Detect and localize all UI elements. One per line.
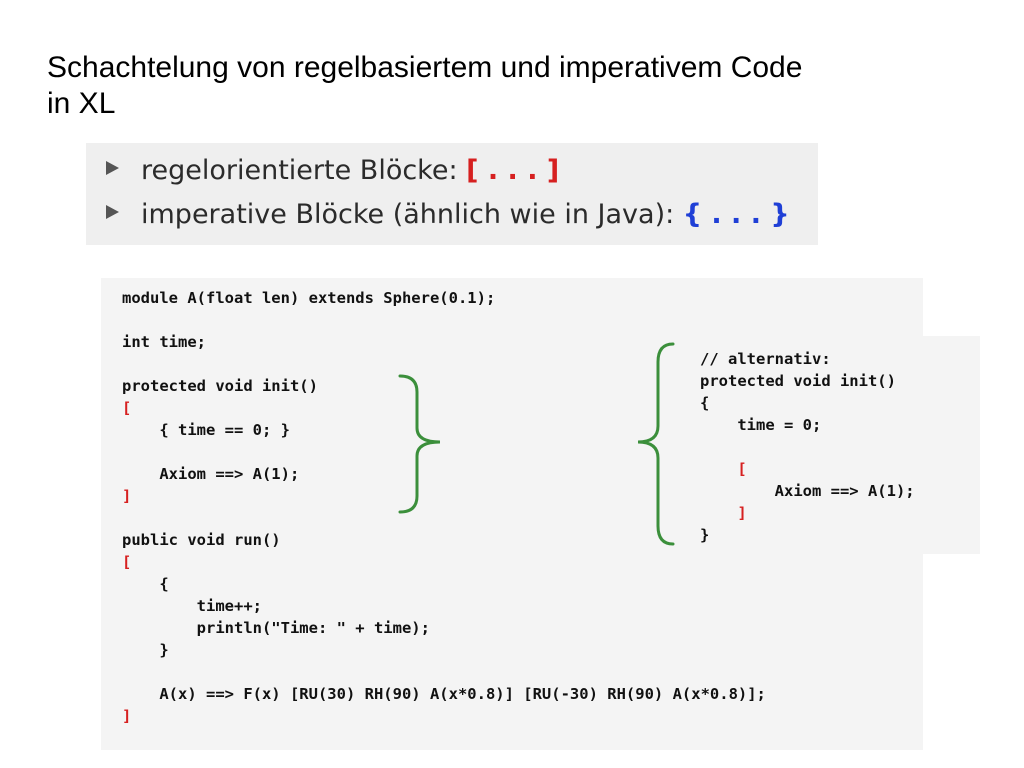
code-line xyxy=(122,309,766,331)
bullet-list: regelorientierte Blöcke: [ . . . ] imper… xyxy=(86,143,818,245)
code-line xyxy=(700,436,915,458)
code-line: { xyxy=(122,575,169,593)
code-line: Axiom ==> A(1); xyxy=(700,482,915,500)
bullet-text: imperative Blöcke (ähnlich wie in Java): xyxy=(141,199,683,230)
code-listing-alternative: // alternativ: protected void init() { tim… xyxy=(680,336,980,554)
code-line xyxy=(122,507,766,529)
code-line: } xyxy=(122,641,169,659)
code-line: ] xyxy=(122,707,132,725)
bullet-item-rule-blocks: regelorientierte Blöcke: [ . . . ] xyxy=(106,155,559,186)
code-line: ] xyxy=(122,487,132,505)
slide-title-line-2: in XL xyxy=(47,87,116,120)
code-line: A(x) ==> F(x) [RU(30) RH(90) A(x*0.8)] [… xyxy=(122,685,766,703)
bullet-triangle-icon xyxy=(106,161,119,175)
bullet-item-imperative-blocks: imperative Blöcke (ähnlich wie in Java):… xyxy=(106,199,790,230)
code-line: [ xyxy=(737,460,747,478)
code-line: { time == 0; } xyxy=(122,421,290,439)
code-text-alternative: // alternativ: protected void init() { tim… xyxy=(700,348,915,546)
slide-title-line-1: Schachtelung von regelbasiertem und impe… xyxy=(47,51,803,84)
code-line: println("Time: " + time); xyxy=(122,619,430,637)
imperative-block-marker: { . . . } xyxy=(682,199,790,230)
code-line: [ xyxy=(122,399,132,417)
code-line: time++; xyxy=(122,597,262,615)
code-line: // alternativ: xyxy=(700,350,831,368)
code-line: module A(float len) extends Sphere(0.1); xyxy=(122,289,496,307)
code-line: protected void init() xyxy=(700,372,896,390)
code-line: time = 0; xyxy=(700,416,822,434)
code-text-main: module A(float len) extends Sphere(0.1);… xyxy=(122,287,766,727)
rule-block-marker: [ . . . ] xyxy=(466,155,560,186)
code-line: } xyxy=(700,526,710,544)
code-line xyxy=(122,353,766,375)
code-line: ] xyxy=(737,504,747,522)
slide-title: Schachtelung von regelbasiertem und impe… xyxy=(47,50,947,122)
code-line: Axiom ==> A(1); xyxy=(122,465,300,483)
bullet-triangle-icon xyxy=(106,205,119,219)
code-line: [ xyxy=(122,553,132,571)
code-line: protected void init() xyxy=(122,377,318,395)
code-line xyxy=(122,661,766,683)
code-line xyxy=(122,441,766,463)
code-line: int time; xyxy=(122,333,206,351)
code-line: { xyxy=(700,394,710,412)
bullet-text: regelorientierte Blöcke: xyxy=(141,155,467,186)
code-line: public void run() xyxy=(122,531,281,549)
